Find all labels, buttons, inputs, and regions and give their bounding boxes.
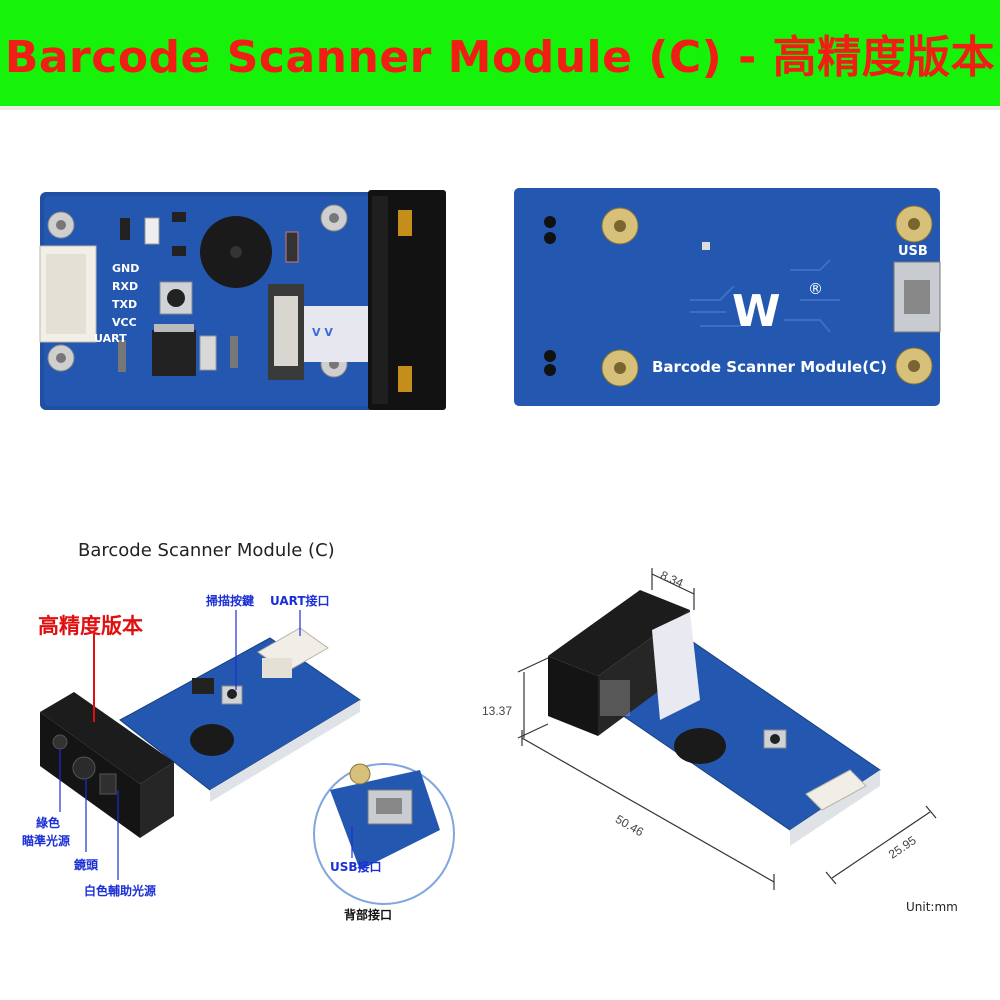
callout-green-light-1: 綠色: [36, 816, 61, 830]
callout-green-light-2: 瞄準光源: [22, 834, 71, 848]
back-interface-label: 背部接口: [344, 908, 393, 922]
uart-silk-label: UART: [94, 332, 127, 345]
callout-scan-button: 掃描按鍵: [206, 594, 255, 608]
callout-usb-port: USB接口: [330, 860, 382, 874]
registered-mark: ®: [808, 280, 823, 298]
title-banner: Barcode Scanner Module (C) - 高精度版本: [0, 0, 1000, 110]
cable-print: V V: [312, 326, 333, 339]
banner-title: Barcode Scanner Module (C) - 高精度版本: [4, 32, 996, 83]
callout-lens: 鏡頭: [74, 858, 99, 872]
annotated-heading: Barcode Scanner Module (C): [78, 540, 335, 561]
callout-uart-port: UART接口: [270, 594, 330, 608]
waveshare-logo: W: [732, 286, 781, 337]
back-board-name: Barcode Scanner Module(C): [652, 358, 887, 376]
callout-white-light: 白色輔助光源: [84, 884, 157, 898]
edition-label: 高精度版本: [38, 614, 143, 638]
pin-label-gnd: GND: [112, 262, 140, 275]
pin-label-txd: TXD: [112, 298, 138, 311]
usb-silk-label: USB: [898, 244, 928, 259]
dim-height: 13.37: [482, 704, 513, 718]
unit-label: Unit:mm: [906, 900, 958, 914]
pin-label-vcc: VCC: [112, 316, 137, 329]
pin-label-rxd: RXD: [112, 280, 139, 293]
